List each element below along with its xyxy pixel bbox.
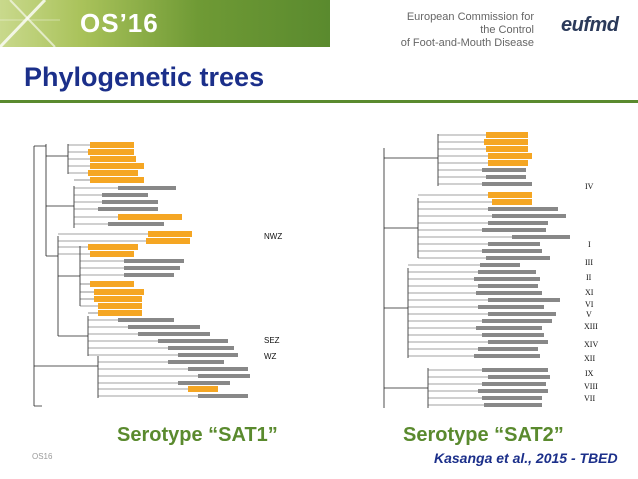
sat2-group-label-ii: II [586, 273, 592, 282]
sat2-group-label-xiv: XIV [584, 340, 599, 349]
eufmd-logo: eufmd [541, 12, 631, 40]
sat2-group-label-xi: XI [585, 288, 594, 297]
page-title: Phylogenetic trees [24, 62, 265, 92]
sat1-group-label-wz: WZ [264, 352, 277, 361]
sat1-caption: Serotype “SAT1” [117, 424, 278, 446]
sat1-tree-branches [33, 142, 250, 407]
sat1-group-label-nwz: NWZ [264, 232, 283, 241]
sat2-group-label-vii: VII [584, 394, 596, 403]
sat2-group-label-ix: IX [585, 369, 594, 378]
sat2-group-label-v: V [586, 310, 592, 319]
sat2-group-label-xiii: XIII [584, 322, 598, 331]
sat2-tree-branches [383, 132, 570, 408]
sat2-caption: Serotype “SAT2” [403, 424, 564, 446]
title-divider [0, 100, 638, 103]
organization-line-2: of Foot-and-Mouth Disease [400, 37, 534, 49]
sat2-group-label-viii: VIII [584, 382, 598, 391]
sat2-group-label-i: I [588, 240, 591, 249]
organization-line-1: European Commission for the Control [406, 11, 534, 36]
sat2-group-label-iv: IV [585, 182, 594, 191]
event-title: OS’16 [80, 8, 159, 38]
sat2-group-label-iii: III [585, 258, 593, 267]
footer-event-label: OS16 [32, 452, 53, 461]
sat2-group-label-xii: XII [584, 354, 596, 363]
organization-name: European Commission for the Control of F… [400, 11, 534, 50]
header-band: OS’16 [0, 0, 330, 47]
sat2-group-label-vi: VI [585, 300, 594, 309]
sat1-group-label-sez: SEZ [264, 336, 280, 345]
sat2-tree-image: IV I III II XI VI V XIII XIV XII IX VIII… [378, 128, 608, 414]
decorative-lines [0, 0, 60, 47]
header: OS’16 European Commission for the Contro… [0, 0, 638, 55]
citation: Kasanga et al., 2015 - TBED [434, 450, 618, 466]
logo-wordmark: eufmd [561, 14, 619, 36]
sat1-tree-image: NWZ SEZ WZ [28, 136, 284, 416]
